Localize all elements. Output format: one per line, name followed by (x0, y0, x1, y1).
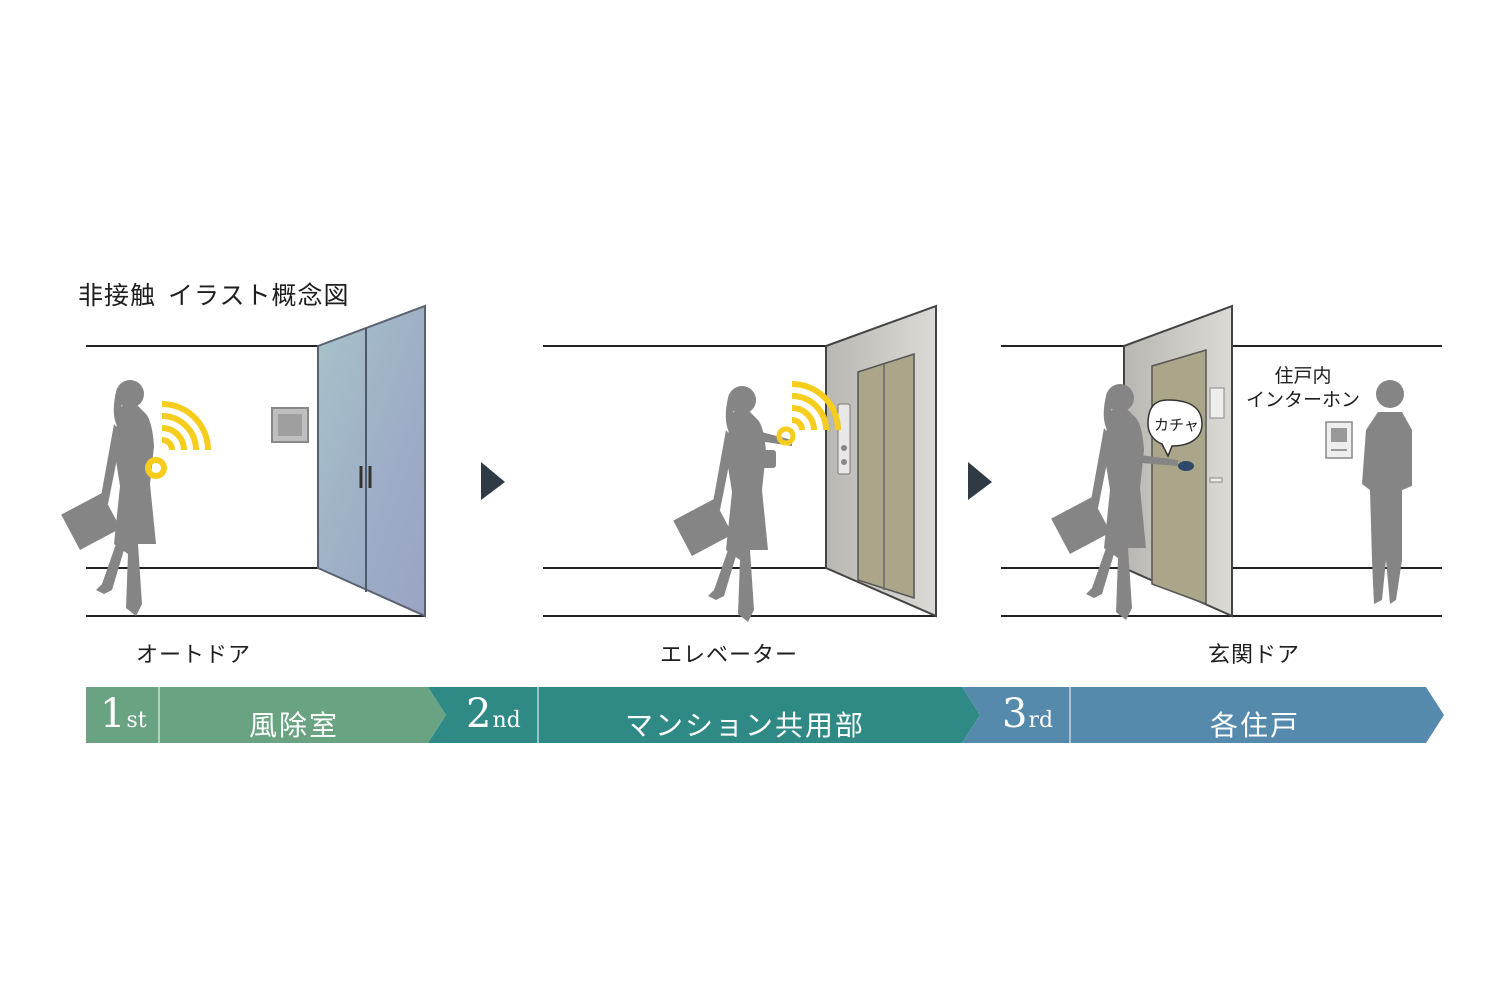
step-number-2: 2nd (466, 691, 521, 737)
call-button-down (841, 459, 847, 465)
step-label-3: 各住戸 (1209, 709, 1301, 742)
step-num-2: 2 (466, 691, 492, 737)
door-key-icon (1178, 461, 1194, 471)
call-button-up (841, 445, 847, 451)
person-silhouette-resident (1362, 380, 1412, 604)
step-number-3: 3rd (1002, 691, 1053, 737)
glass-auto-door (317, 304, 426, 618)
title-main: 非接触 (78, 281, 157, 310)
step-segment-3 (962, 687, 1444, 743)
step-suffix-3: rd (1028, 708, 1054, 733)
door-nameplate (1209, 387, 1225, 419)
intercom-label: 住戸内 インターホン (1238, 364, 1368, 412)
signal-icon-1 (161, 401, 211, 451)
intercom-label-line2: インターホン (1245, 389, 1360, 411)
key-tag-icon (145, 457, 167, 479)
intercom-screen (1331, 428, 1347, 442)
signal-icon-2 (791, 381, 841, 431)
caption-elevator: エレベーター (660, 643, 799, 668)
elevator-call-panel (837, 403, 851, 475)
elevator-doors (857, 352, 915, 600)
scene-entrance (1001, 304, 1442, 620)
caption-autodoor: オートドア (136, 643, 252, 668)
woman-silhouette-2 (673, 386, 792, 622)
step-num-1: 1 (100, 691, 126, 737)
speech-bubble (1147, 399, 1203, 458)
scene-elevator (543, 304, 937, 622)
intercom-label-line1: 住戸内 (1274, 365, 1332, 387)
key-tag-icon (776, 426, 796, 446)
card-reader-screen (278, 414, 302, 436)
step-segment-2 (428, 687, 980, 743)
step-suffix-2: nd (492, 708, 521, 733)
scene-autodoor (61, 304, 426, 618)
entrance-door (1151, 348, 1207, 606)
step-label-1: 風除室 (248, 709, 340, 742)
woman-silhouette-1 (61, 380, 156, 616)
speech-bubble-text: カチャ (1154, 416, 1199, 434)
step-segment-1 (86, 687, 446, 743)
page-title: 非接触イラスト概念図 (78, 276, 350, 312)
title-sub: イラスト概念図 (168, 281, 350, 310)
step-suffix-1: st (126, 708, 147, 733)
step-bar (86, 687, 1444, 743)
woman-silhouette-3 (1051, 384, 1178, 620)
next-arrow-1 (481, 462, 505, 500)
step-number-1: 1st (100, 691, 147, 737)
step-label-2: マンション共用部 (624, 709, 866, 742)
next-arrow-2 (968, 462, 992, 500)
step-num-3: 3 (1002, 691, 1028, 737)
caption-entrance-door: 玄関ドア (1208, 643, 1301, 668)
door-mail-slot (1209, 477, 1223, 483)
